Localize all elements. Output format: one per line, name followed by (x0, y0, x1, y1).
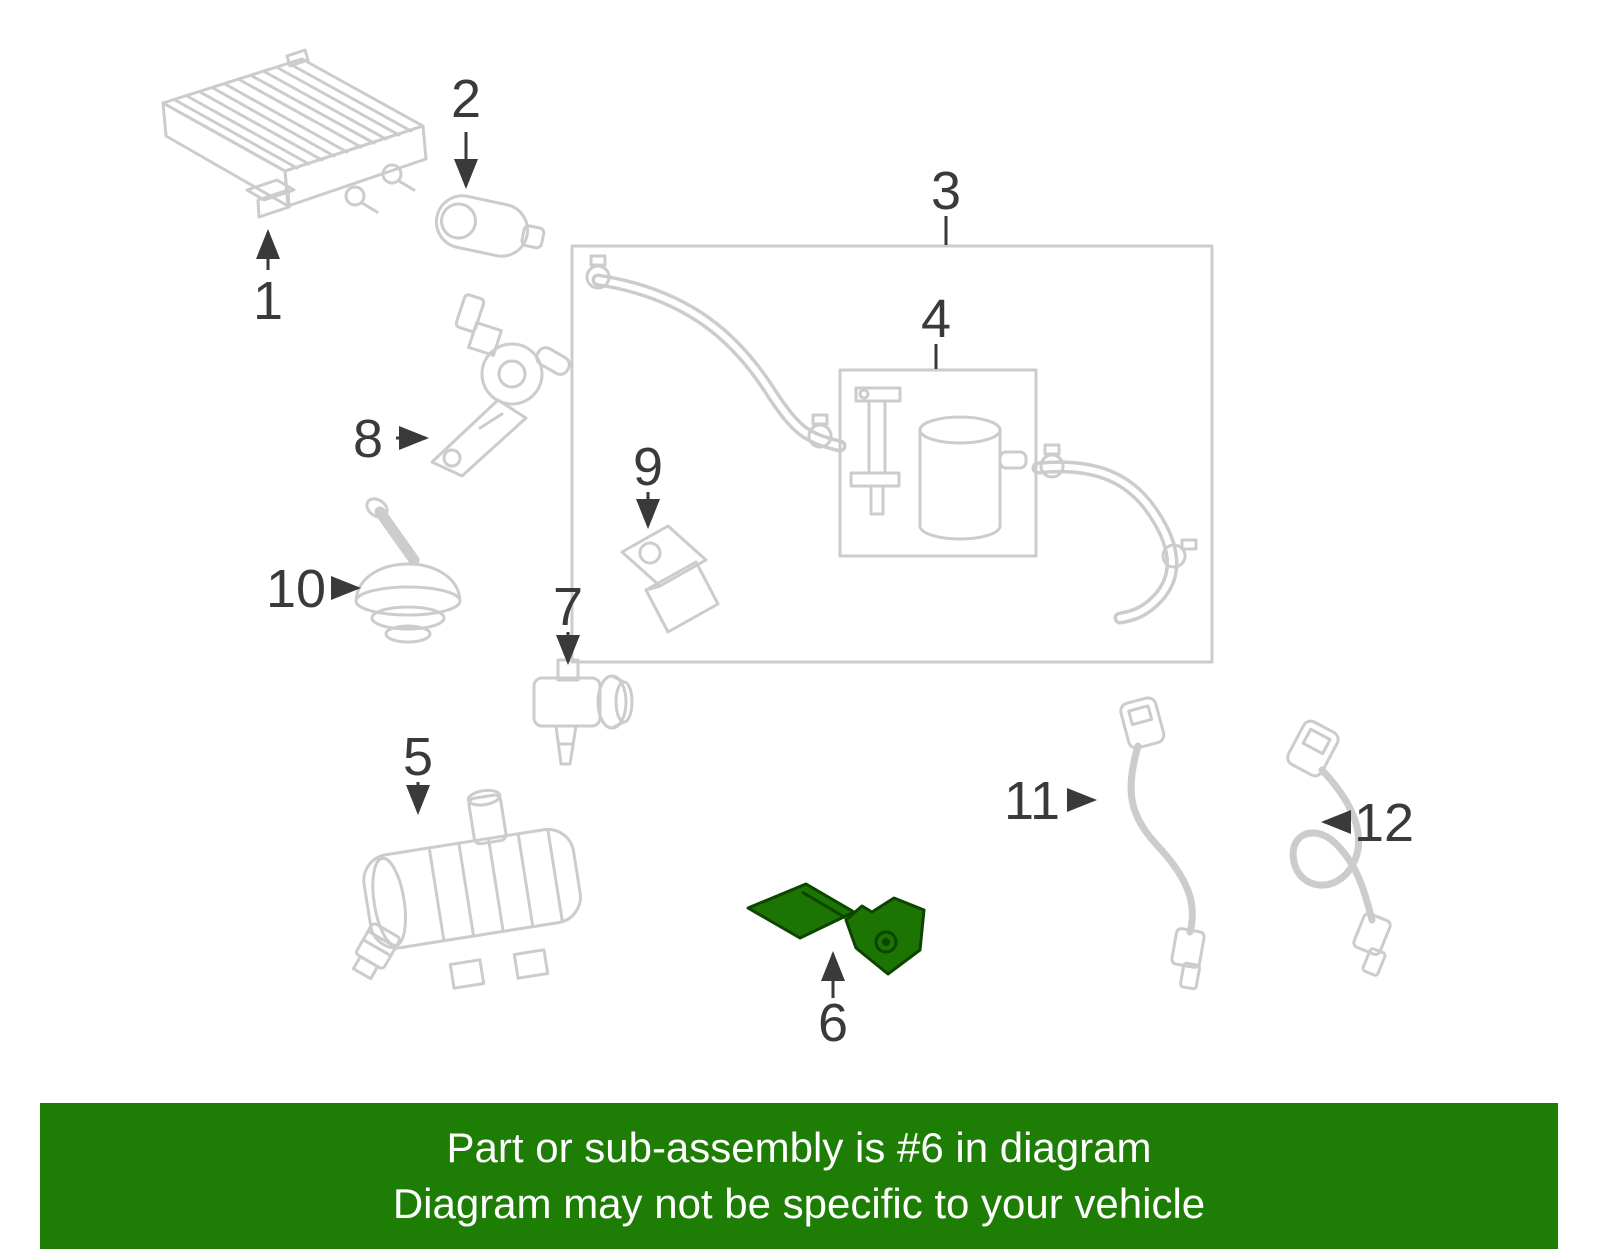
part-12-oxygen-sensor-rear (1286, 719, 1392, 977)
part-label-4: 4 (921, 289, 951, 349)
part-3-hose-assembly (570, 244, 1214, 664)
part-4-air-filter-assembly (838, 368, 1038, 558)
part-label-12: 12 (1354, 793, 1414, 853)
parts-diagram-canvas: 1 2 3 4 5 6 7 8 9 10 11 12 (161, 48, 1414, 1053)
part-label-5: 5 (403, 727, 433, 787)
part-label-6: 6 (818, 993, 848, 1053)
hose-clamp (1161, 538, 1198, 569)
part-8-sensor-bracket (430, 293, 571, 478)
part-7-valve (532, 658, 634, 766)
part-11-oxygen-sensor-front (1119, 696, 1206, 991)
part-label-3: 3 (931, 161, 961, 221)
part-5-canister-close-valve (351, 788, 582, 990)
part-label-8: 8 (353, 409, 383, 469)
part-label-7: 7 (553, 577, 583, 637)
part-label-1: 1 (253, 271, 283, 331)
callout-labels: 1 2 3 4 5 6 7 8 9 10 11 12 (253, 69, 1414, 1053)
part-6-bracket-highlighted (746, 882, 926, 976)
part-label-10: 10 (266, 559, 326, 619)
hose-clamp (1039, 443, 1065, 479)
highlight-banner: Part or sub-assembly is #6 in diagram Di… (40, 1103, 1558, 1249)
banner-line-2: Diagram may not be specific to your vehi… (392, 1180, 1206, 1227)
part-9-sensor-block (620, 524, 720, 634)
hose-clamp (585, 254, 611, 290)
part-label-9: 9 (633, 437, 663, 497)
callout-lines (256, 132, 1351, 998)
part-1-canister-assembly (161, 48, 428, 219)
banner-line-1: Part or sub-assembly is #6 in diagram (446, 1123, 1152, 1171)
part-label-11: 11 (1004, 771, 1060, 831)
part-10-vacuum-actuator (354, 497, 462, 644)
hose-clamp (807, 413, 833, 449)
part-2-purge-valve (434, 194, 546, 258)
part-label-2: 2 (451, 69, 481, 129)
